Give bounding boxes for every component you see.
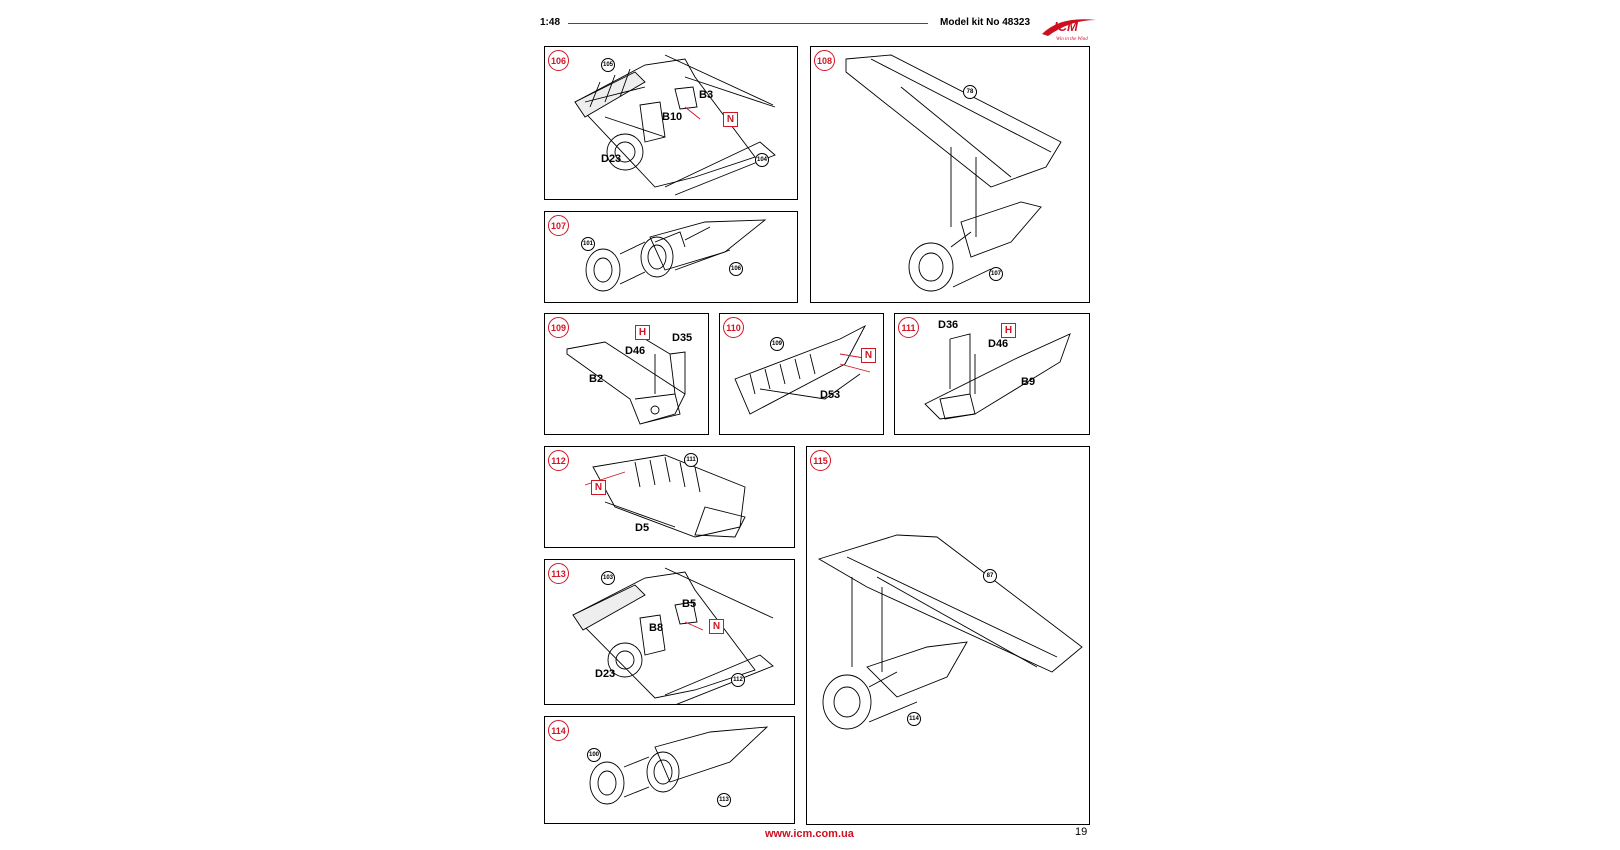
- part-label: B10: [662, 111, 683, 123]
- engine-assembly-drawing: [589, 726, 769, 805]
- ref-circle: 114: [907, 712, 921, 726]
- step-number: 113: [548, 563, 569, 584]
- part-label: D36: [938, 319, 959, 331]
- step-number: 112: [548, 450, 569, 471]
- part-label: D53: [820, 389, 841, 401]
- step-panel-111: 111 D36 H D46 B9: [894, 313, 1090, 435]
- wing-engine-drawing: [845, 54, 1062, 292]
- step-panel-115: 115 87 114: [806, 446, 1090, 825]
- step-number: 114: [548, 720, 569, 741]
- kit-number: Model kit No 48323: [940, 17, 1031, 28]
- part-label: B2: [589, 373, 604, 385]
- ref-circle: 112: [731, 673, 745, 687]
- step-panel-109: 109 H D35 D46 B2: [544, 313, 709, 435]
- part-label: D5: [635, 522, 650, 534]
- ref-circle: 100: [587, 748, 601, 762]
- step-number: 107: [548, 215, 569, 236]
- tag-n: N: [591, 480, 606, 495]
- step-number: 108: [814, 50, 835, 71]
- part-label: B8: [649, 622, 664, 634]
- step-number: 111: [898, 317, 919, 338]
- tag-h: H: [1001, 323, 1016, 338]
- scale-label: 1:48: [540, 17, 561, 28]
- ref-circle: 78: [963, 85, 977, 99]
- ref-circle: 111: [684, 453, 698, 467]
- tag-n: N: [723, 112, 738, 127]
- step-panel-110: 110 109 D53 N: [719, 313, 884, 435]
- part-label: D23: [601, 153, 622, 165]
- wing-engine-drawing: [817, 534, 1083, 730]
- step-number: 110: [723, 317, 744, 338]
- ref-circle: 103: [601, 571, 615, 585]
- step-panel-114: 114 100 113: [544, 716, 795, 824]
- step-panel-112: 112 111 N D5: [544, 446, 795, 548]
- part-label: D46: [625, 345, 646, 357]
- ref-circle: 109: [770, 337, 784, 351]
- fuselage-assembly-drawing: [572, 567, 774, 704]
- svg-text:ICM: ICM: [1054, 19, 1079, 34]
- step-panel-113: 113 103 112 B5 B8 D23 N: [544, 559, 795, 705]
- ref-circle: 101: [581, 237, 595, 251]
- part-label: B3: [699, 89, 714, 101]
- step-number: 109: [548, 317, 569, 338]
- step-number: 106: [548, 50, 569, 71]
- fuselage-half-mirror-drawing: [924, 333, 1071, 420]
- svg-text:Win in the Wind: Win in the Wind: [1056, 37, 1088, 42]
- floor-assembly-drawing: [584, 454, 746, 538]
- part-label: D46: [988, 338, 1009, 350]
- tag-n: N: [861, 348, 876, 363]
- tag-n: N: [709, 619, 724, 634]
- icm-logo: ICM Win in the Wind: [1042, 19, 1096, 42]
- step-panel-107: 107 101 106: [544, 211, 798, 303]
- part-label: D23: [595, 668, 616, 680]
- step-panel-106: 106 105 104 B3 B10 D23 N: [544, 46, 798, 200]
- step-number: 115: [810, 450, 831, 471]
- ref-circle: 107: [989, 267, 1003, 281]
- footer-url[interactable]: www.icm.com.ua: [765, 828, 854, 840]
- ref-circle: 105: [601, 58, 615, 72]
- header-rule: [568, 23, 928, 24]
- part-label: B5: [682, 598, 697, 610]
- ref-circle: 104: [755, 153, 769, 167]
- tag-h: H: [635, 325, 650, 340]
- engine-assembly-drawing: [585, 219, 767, 292]
- step-panel-108: 108 78 107: [810, 46, 1090, 303]
- part-label: B9: [1021, 376, 1036, 388]
- ref-circle: 87: [983, 569, 997, 583]
- ref-circle: 106: [729, 262, 743, 276]
- fuselage-half-drawing: [566, 338, 686, 425]
- page-number: 19: [1075, 826, 1088, 838]
- ref-circle: 113: [717, 793, 731, 807]
- fuselage-assembly-drawing: [574, 54, 776, 196]
- floor-insert-drawing: [734, 324, 871, 415]
- part-label: D35: [672, 332, 693, 344]
